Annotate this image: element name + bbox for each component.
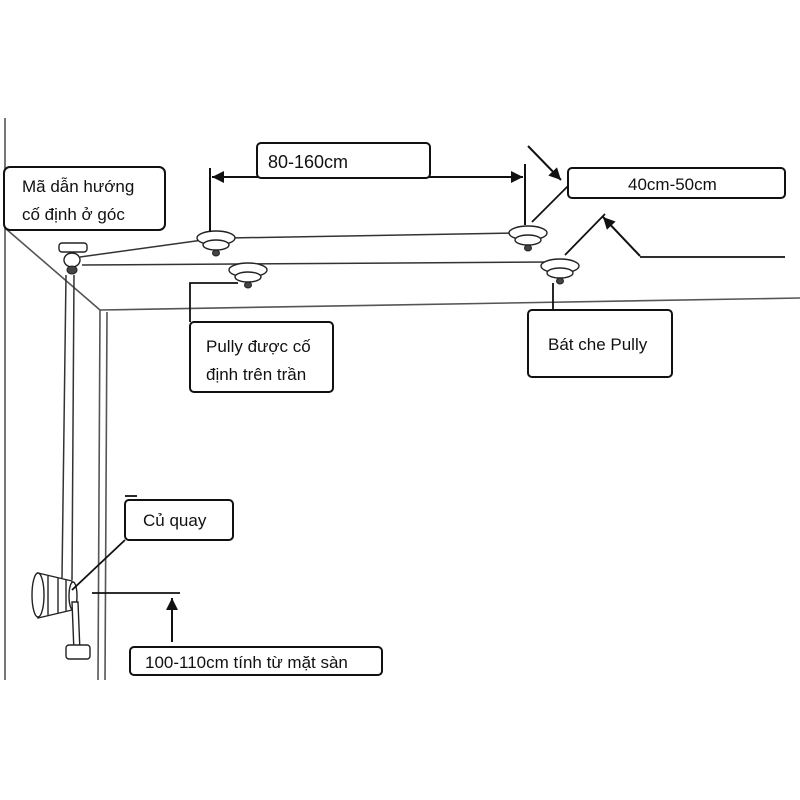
crank-handle	[65, 644, 91, 660]
rope-down-line	[71, 274, 75, 581]
pulley-body	[546, 267, 574, 279]
label-text: 100-110cm tính từ mặt sàn	[145, 653, 348, 672]
pulley	[196, 230, 236, 257]
rope-line	[228, 232, 517, 239]
corner-guide	[58, 242, 88, 275]
label-box	[3, 166, 166, 231]
pulley-cover-label: Bát che Pully	[527, 309, 673, 378]
rope-down-line	[61, 274, 67, 579]
height-range-label: 100-110cm tính từ mặt sàn	[129, 646, 383, 676]
wall-corner-line	[97, 309, 101, 681]
height-dimension	[92, 592, 180, 642]
label-text: định trên trần	[206, 365, 306, 384]
depth-dimension	[527, 145, 785, 258]
depth-range-label: 40cm-50cm	[567, 167, 786, 199]
crank	[31, 572, 91, 660]
label-text: Củ quay	[143, 511, 207, 530]
crank-drum-face	[31, 572, 45, 618]
label-text: Pully được cố	[206, 337, 311, 356]
room-outline	[4, 118, 800, 681]
pulley	[540, 258, 580, 285]
label-text: cố định ở góc	[22, 205, 125, 224]
ceiling-front-edge	[99, 297, 800, 311]
corner-guide-wheel	[66, 265, 78, 275]
label-box	[567, 167, 786, 199]
pulley-hook	[556, 277, 564, 285]
ceiling-corner-edge	[4, 227, 101, 311]
extension-line	[564, 213, 606, 256]
label-box	[256, 142, 431, 179]
label-text: 80-160cm	[268, 152, 348, 172]
crank-leader	[71, 539, 126, 591]
pulley-body	[514, 234, 542, 246]
pulley-fixed-label: Pully được cố định trên trần	[189, 321, 334, 393]
pulley-fixed-leader	[189, 282, 238, 322]
corner-guide-label: Mã dẫn hướng cố định ở góc	[3, 166, 166, 231]
label-text: 40cm-50cm	[628, 175, 717, 194]
corner-guide-plate	[58, 242, 88, 253]
pulley-body	[202, 239, 230, 251]
pulley-hook	[524, 244, 532, 252]
crank-label: Củ quay	[124, 499, 234, 541]
corner-guide-body	[63, 252, 81, 268]
wall-corner-line-inner	[104, 311, 108, 681]
label-box	[189, 321, 334, 393]
rope-line	[79, 239, 204, 258]
pulley-hook	[212, 249, 220, 257]
pulley-hook	[244, 281, 252, 289]
depth-arrow-lower	[602, 216, 641, 257]
label-box	[124, 499, 234, 541]
pulley	[508, 225, 548, 252]
label-box	[527, 309, 673, 378]
rope-line	[81, 261, 549, 266]
ropes	[61, 232, 549, 581]
label-box	[129, 646, 383, 676]
depth-arrow-upper	[527, 145, 562, 181]
width-range-label: 80-160cm	[256, 142, 431, 179]
label-text: Mã dẫn hướng	[22, 177, 134, 196]
label-text: Bát che Pully	[548, 335, 648, 354]
pulley	[228, 262, 268, 289]
pulley-body	[234, 271, 262, 283]
